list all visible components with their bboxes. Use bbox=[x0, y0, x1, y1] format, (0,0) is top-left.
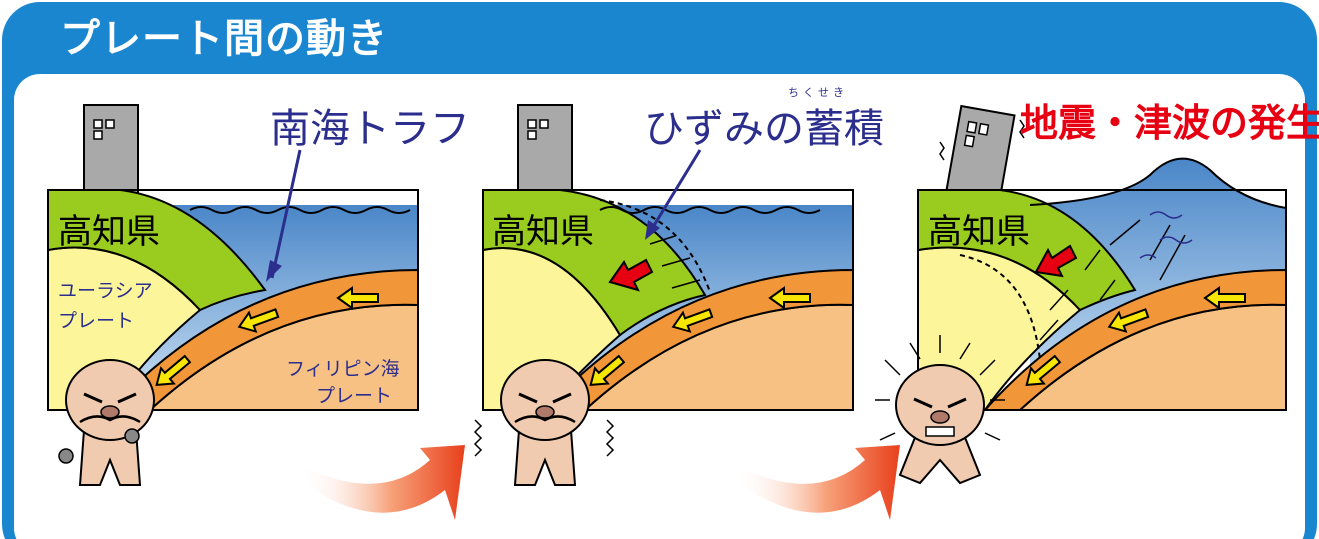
character-nose bbox=[930, 410, 950, 424]
strain-arrows bbox=[649, 235, 701, 289]
building-window bbox=[93, 119, 103, 129]
sea-surface bbox=[599, 206, 821, 214]
panel-1: 高知県 南海トラフ ユーラシア プレート フィリピン海 プレート bbox=[47, 104, 470, 486]
panel-2: 高知県 ひずみの蓄積 ちくせき bbox=[473, 86, 884, 486]
trough-callout: 南海トラフ bbox=[270, 106, 470, 152]
water-ripples bbox=[1139, 211, 1193, 259]
transition-arrow bbox=[735, 445, 900, 520]
building-window bbox=[527, 130, 537, 140]
eurasian-plate-label: ユーラシア bbox=[58, 280, 153, 302]
character-body bbox=[898, 434, 982, 485]
release-arrow bbox=[1109, 219, 1141, 246]
building-window bbox=[93, 130, 103, 140]
eurasian-plate-label: プレート bbox=[58, 310, 134, 332]
character-teeth bbox=[925, 426, 955, 437]
red-release-arrow bbox=[1034, 244, 1078, 278]
tilted-building bbox=[945, 104, 1016, 202]
motion-arrow bbox=[589, 354, 626, 386]
building-window bbox=[527, 119, 537, 129]
character-brows bbox=[518, 392, 572, 404]
motion-arrow bbox=[768, 286, 811, 310]
earthquake-callout: 地震・津波の発生 bbox=[1020, 101, 1319, 145]
prefecture-label: 高知県 bbox=[492, 212, 594, 252]
panel-border bbox=[47, 189, 419, 411]
building bbox=[517, 104, 573, 194]
character-head bbox=[895, 364, 985, 446]
release-arrow bbox=[1039, 319, 1059, 341]
philippine-plate bbox=[108, 268, 418, 410]
sea-surface bbox=[189, 206, 411, 214]
motion-arrow bbox=[336, 286, 379, 310]
strain-arrow bbox=[649, 235, 676, 245]
trough-pointer-head bbox=[266, 260, 282, 282]
character-head bbox=[65, 359, 155, 441]
land-kochi bbox=[48, 190, 267, 312]
strain-dashed-line bbox=[599, 199, 711, 293]
plate-motion-arrows bbox=[589, 286, 811, 386]
character-jumping bbox=[875, 335, 1005, 485]
building-window bbox=[105, 119, 115, 129]
burst-lines bbox=[875, 335, 1005, 441]
release-arrow bbox=[1149, 224, 1171, 261]
release-arrow bbox=[1084, 249, 1101, 271]
panel-border bbox=[482, 189, 854, 411]
philippine-plate-label: プレート bbox=[316, 385, 392, 407]
transition-arrow bbox=[300, 445, 465, 520]
character-nose bbox=[535, 405, 555, 419]
building-window bbox=[539, 119, 549, 129]
plate-motion-arrows bbox=[1025, 286, 1246, 386]
page-title: プレート間の動き bbox=[60, 16, 388, 62]
prefecture-label: 高知県 bbox=[58, 212, 160, 252]
land-kochi bbox=[918, 189, 1137, 312]
building bbox=[83, 104, 139, 194]
motion-arrow bbox=[671, 308, 714, 333]
release-arrow bbox=[1049, 289, 1069, 311]
philippine-plate-label: フィリピン海 bbox=[286, 358, 400, 380]
panel-border bbox=[917, 189, 1287, 411]
motion-arrow bbox=[1107, 308, 1150, 333]
dumbbell bbox=[58, 448, 74, 464]
release-arrow bbox=[1099, 279, 1116, 301]
panel-3: 高知県 地震・津波の発生 bbox=[875, 101, 1319, 485]
shake-lines-right bbox=[605, 419, 615, 457]
character-shaking bbox=[473, 359, 615, 486]
prefecture-label: 高知県 bbox=[928, 212, 1030, 252]
character-earthquake-uncle bbox=[58, 359, 155, 486]
strain-callout: ひずみの蓄積 bbox=[644, 106, 884, 152]
strain-arrow bbox=[671, 279, 701, 289]
strain-arrow bbox=[661, 257, 691, 267]
character-mustache bbox=[514, 415, 576, 424]
character-brows bbox=[913, 397, 967, 409]
strain-dashed-line bbox=[959, 254, 1041, 361]
motion-arrow bbox=[1025, 354, 1062, 386]
character-head bbox=[500, 359, 590, 441]
motion-arrow bbox=[237, 308, 280, 333]
shake-lines-left bbox=[473, 419, 483, 457]
motion-arrow bbox=[155, 354, 192, 386]
strain-pointer bbox=[648, 149, 702, 233]
character-nose bbox=[100, 405, 120, 419]
character-brows bbox=[83, 392, 137, 404]
character-mustache bbox=[79, 415, 141, 424]
strain-pointer-head bbox=[645, 220, 660, 240]
philippine-plate bbox=[983, 268, 1286, 410]
dumbbell bbox=[124, 428, 140, 444]
philippine-plate bbox=[543, 268, 853, 410]
motion-arrow bbox=[1203, 286, 1246, 310]
character-body bbox=[513, 429, 577, 486]
red-strain-arrow bbox=[608, 258, 654, 292]
building-shake-lines bbox=[939, 119, 1025, 161]
trough-pointer bbox=[270, 149, 302, 279]
plate-motion-arrows bbox=[155, 286, 379, 386]
tsunami-surface bbox=[1029, 157, 1287, 209]
strain-ruby: ちくせき bbox=[788, 86, 848, 99]
